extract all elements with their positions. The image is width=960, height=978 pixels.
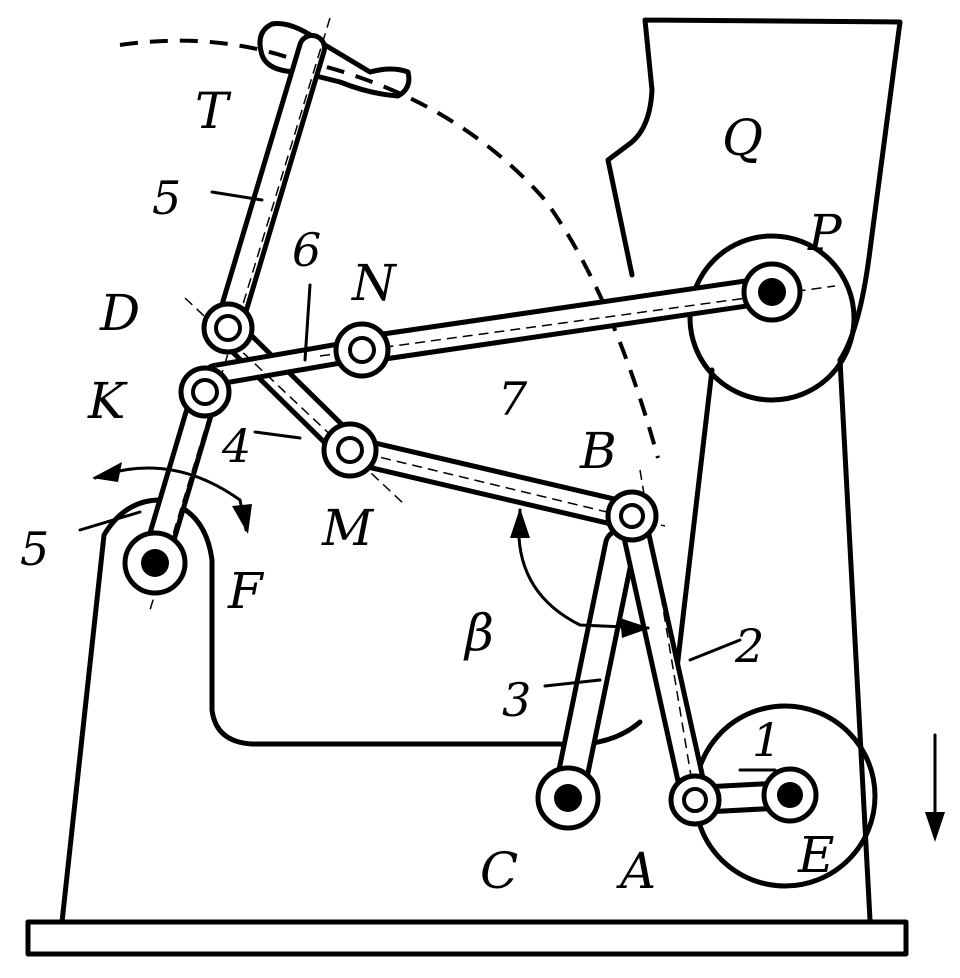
angle-beta-arrowhead-right	[620, 618, 650, 638]
pivot-E	[761, 766, 819, 824]
crank-rotation-arrowhead	[925, 812, 945, 842]
label-D: D	[99, 284, 140, 342]
joint-K	[178, 365, 232, 419]
link-3-rod	[551, 528, 637, 815]
link-number-6: 6	[292, 223, 321, 277]
label-F: F	[227, 562, 265, 620]
pivot-F	[122, 530, 188, 596]
swing-arrowhead-left	[92, 462, 122, 482]
pivot-C	[535, 765, 601, 831]
housing-lower-right	[837, 357, 873, 923]
joint-B	[605, 489, 659, 543]
handle-T	[257, 20, 412, 99]
joint-M	[321, 421, 379, 479]
label-B: B	[579, 422, 617, 480]
link-number-3: 3	[502, 673, 531, 727]
link-7-rod	[345, 275, 785, 365]
link-number-2: 2	[734, 619, 764, 673]
angle-beta-arrowhead-top	[510, 508, 530, 538]
label-M: M	[321, 499, 375, 557]
joint-N	[333, 321, 391, 379]
label-C: C	[480, 842, 518, 900]
angle-beta-label: β	[463, 604, 494, 662]
joint-D	[201, 301, 255, 355]
label-K: K	[87, 372, 128, 430]
link-number-1: 1	[752, 713, 781, 767]
link-number-5-top: 5	[152, 171, 181, 225]
label-Q: Q	[722, 109, 763, 167]
joint-A	[668, 773, 722, 827]
label-T: T	[195, 82, 232, 140]
label-E: E	[797, 826, 835, 884]
link-number-4: 4	[221, 419, 251, 473]
link-number-7: 7	[498, 372, 528, 426]
link-number-5-left: 5	[20, 522, 49, 576]
pivot-P	[741, 261, 803, 323]
label-A: A	[616, 842, 656, 900]
link-2-rod	[617, 501, 710, 815]
swing-arrowhead-right	[232, 504, 252, 534]
base-plate	[25, 919, 909, 957]
label-P: P	[807, 204, 843, 262]
pulley-disc-P	[687, 233, 857, 403]
label-N: N	[351, 254, 398, 312]
